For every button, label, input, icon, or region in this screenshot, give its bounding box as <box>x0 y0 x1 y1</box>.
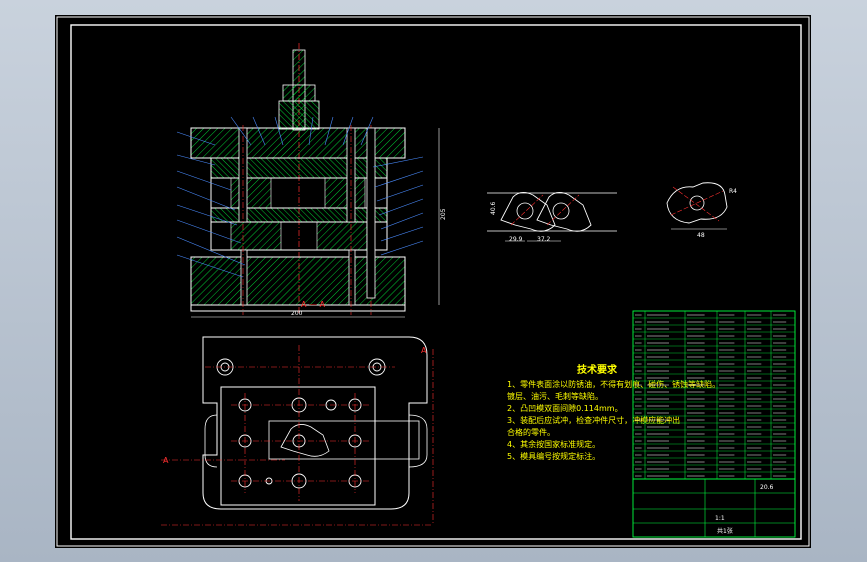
note-line: 2、凸凹模双面间隙0.114mm。 <box>507 403 623 413</box>
note-line: 4、其余按国家标准规定。 <box>507 439 600 449</box>
dim-strip-width: 40.6 <box>490 201 497 215</box>
outer-frame <box>56 16 810 547</box>
section-label: A — A <box>301 300 326 309</box>
dim-part-angle: R4 <box>729 188 737 195</box>
dim-height: 205 <box>440 208 447 220</box>
section-mark-left: A <box>163 456 169 465</box>
note-line: 镀层、油污、毛刺等缺陷。 <box>507 391 603 401</box>
note-line: 1、零件表面涂以防锈油，不得有划痕、碰伤、锈蚀等缺陷。 <box>507 379 720 389</box>
strip-layout: 29.9 37.2 40.6 <box>487 192 617 243</box>
note-line: 合格的零件。 <box>507 427 555 437</box>
title-block: 1:1 20.6 共1张 <box>632 478 796 538</box>
note-line: 5、模具编号按规定标注。 <box>507 451 600 461</box>
section-view: 205 200 A — A <box>176 43 447 318</box>
dim-part-width: 48 <box>697 232 705 239</box>
plan-view: A A <box>161 336 434 526</box>
title-block-sheet: 共1张 <box>717 527 733 535</box>
dim-width: 200 <box>291 310 303 317</box>
die-assembly-drawing: 205 200 A — A 29.9 37.2 40.6 <box>56 16 810 547</box>
technical-notes: 技术要求 1、零件表面涂以防锈油，不得有划痕、碰伤、锈蚀等缺陷。 镀层、油污、毛… <box>507 363 720 461</box>
dim-pitch-b: 37.2 <box>537 236 551 243</box>
parts-list <box>632 310 796 480</box>
notes-title: 技术要求 <box>577 363 618 376</box>
title-block-scale: 1:1 <box>715 515 725 522</box>
section-mark-right: A <box>421 346 427 355</box>
part-drawing: 48 R4 <box>666 182 737 239</box>
title-block-weight: 20.6 <box>760 484 774 491</box>
drawing-sheet: 205 200 A — A 29.9 37.2 40.6 <box>55 15 811 548</box>
inner-frame <box>70 24 802 540</box>
dim-pitch-a: 29.9 <box>509 236 523 243</box>
note-line: 3、装配后应试冲，检查冲件尺寸，冲模应能冲出 <box>507 415 680 425</box>
